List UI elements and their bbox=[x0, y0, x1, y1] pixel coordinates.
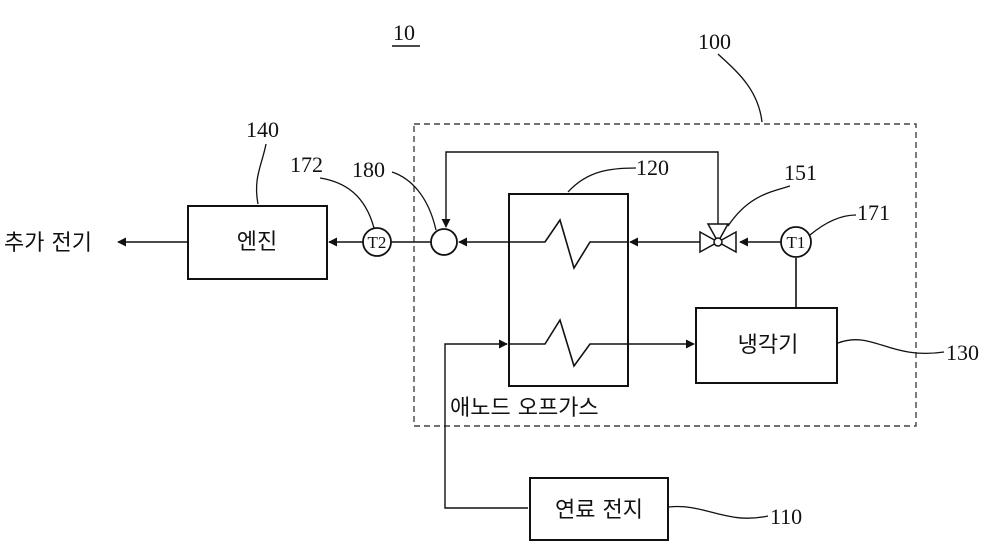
bypass-line bbox=[441, 151, 719, 228]
heat-exchanger bbox=[508, 193, 629, 387]
fuel-cell-label: 연료 전지 bbox=[555, 498, 643, 523]
leader-valve bbox=[727, 185, 791, 227]
leader-system bbox=[717, 53, 763, 123]
label-system: 100 bbox=[698, 29, 731, 54]
mixer bbox=[430, 228, 458, 256]
system-boundary bbox=[413, 123, 917, 427]
label-fuel-cell: 110 bbox=[770, 504, 802, 529]
leader-heat-exchanger bbox=[567, 167, 637, 193]
hx-coil-lower bbox=[509, 318, 628, 368]
hx-coil-upper bbox=[509, 218, 628, 270]
label-sensor-t2: 172 bbox=[290, 152, 323, 177]
three-way-valve bbox=[699, 223, 737, 254]
leader-cooler bbox=[837, 339, 945, 354]
fuel-cell-block bbox=[529, 477, 669, 541]
label-valve: 151 bbox=[784, 160, 817, 185]
flow-fuelcell-hx bbox=[444, 339, 528, 509]
label-engine: 140 bbox=[246, 117, 279, 142]
anode-offgas-label: 애노드 오프가스 bbox=[450, 396, 599, 421]
sensor-t2-label: T2 bbox=[368, 233, 387, 252]
label-sensor-t1: 171 bbox=[857, 200, 890, 225]
label-cooler: 130 bbox=[946, 340, 979, 365]
cooler-block bbox=[695, 307, 838, 384]
leader-fuel-cell bbox=[668, 505, 769, 519]
label-heat-exchanger: 120 bbox=[636, 155, 669, 180]
leader-sensor-t1 bbox=[809, 214, 857, 236]
leader-engine bbox=[255, 143, 267, 205]
cooler-label: 냉각기 bbox=[738, 333, 799, 358]
label-mixer: 180 bbox=[352, 157, 385, 182]
figure-number: 10 bbox=[393, 20, 415, 45]
output-label: 추가 전기 bbox=[4, 231, 92, 256]
engine-label: 엔진 bbox=[237, 230, 277, 255]
leader-sensor-t2 bbox=[319, 177, 375, 229]
leader-mixer bbox=[391, 171, 437, 231]
sensor-t1-label: T1 bbox=[787, 233, 806, 252]
